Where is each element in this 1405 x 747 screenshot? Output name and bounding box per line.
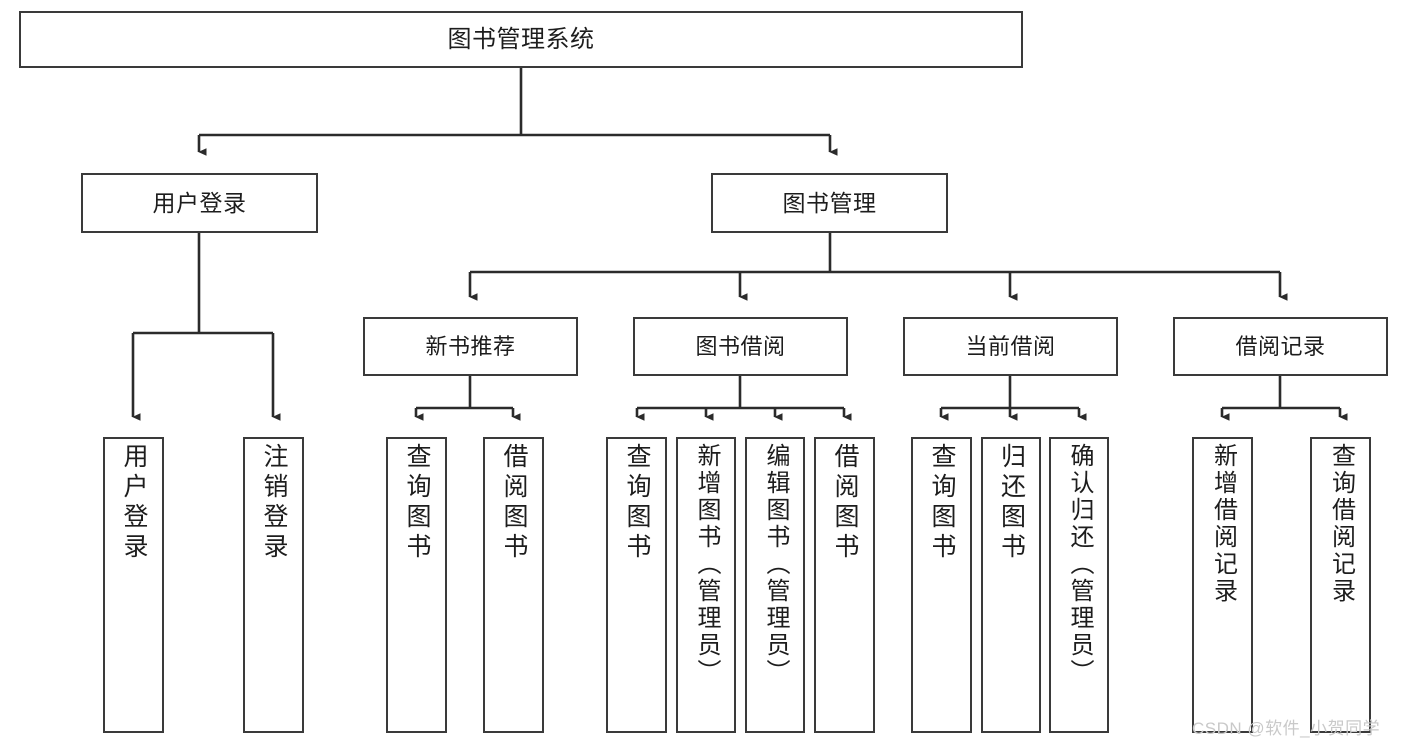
node-new-book-recommend-label: 新书推荐 (425, 333, 516, 359)
node-root-system-label: 图书管理系统 (447, 25, 595, 53)
leaf-edit-book-admin-label: 编辑图书（管理员） (762, 443, 789, 686)
leaf-query-borrow-record-label: 查询借阅记录 (1327, 443, 1355, 605)
leaf-borrow-book-1-label: 借阅图书 (500, 443, 528, 563)
leaf-logout-login-label: 注销登录 (260, 443, 288, 563)
node-book-management-label: 图书管理 (782, 189, 877, 216)
leaf-return-book-label: 归还图书 (997, 443, 1026, 563)
leaf-query-borrow-record[interactable]: 查询借阅记录 (1310, 437, 1371, 733)
leaf-query-book-3-label: 查询图书 (928, 443, 956, 563)
node-current-borrow-label: 当前借阅 (965, 333, 1056, 359)
node-book-borrow-label: 图书借阅 (695, 333, 786, 359)
leaf-query-book-1-label: 查询图书 (403, 443, 431, 563)
leaf-borrow-book-2[interactable]: 借阅图书 (814, 437, 875, 733)
node-book-borrow[interactable]: 图书借阅 (633, 317, 848, 376)
leaf-query-book-1[interactable]: 查询图书 (386, 437, 447, 733)
leaf-add-borrow-record-label: 新增借阅记录 (1209, 443, 1237, 605)
node-user-login-label: 用户登录 (152, 189, 247, 216)
leaf-query-book-2-label: 查询图书 (623, 443, 651, 563)
leaf-user-login[interactable]: 用户登录 (103, 437, 164, 733)
node-root-system[interactable]: 图书管理系统 (19, 11, 1023, 68)
node-current-borrow[interactable]: 当前借阅 (903, 317, 1118, 376)
leaf-query-book-3[interactable]: 查询图书 (911, 437, 972, 733)
leaf-return-book[interactable]: 归还图书 (981, 437, 1041, 733)
leaf-user-login-label: 用户登录 (120, 443, 148, 563)
leaf-borrow-book-2-label: 借阅图书 (831, 443, 859, 563)
leaf-add-borrow-record[interactable]: 新增借阅记录 (1192, 437, 1253, 733)
leaf-query-book-2[interactable]: 查询图书 (606, 437, 667, 733)
node-user-login[interactable]: 用户登录 (81, 173, 318, 233)
csdn-watermark: CSDN @软件_小贺同学 (1192, 719, 1381, 738)
node-borrow-record-label: 借阅记录 (1235, 333, 1326, 359)
leaf-add-book-admin-label: 新增图书（管理员） (693, 443, 720, 686)
leaf-logout-login[interactable]: 注销登录 (243, 437, 304, 733)
leaf-confirm-return-admin-label: 确认归还（管理员） (1066, 443, 1093, 686)
leaf-add-book-admin[interactable]: 新增图书（管理员） (676, 437, 736, 733)
leaf-edit-book-admin[interactable]: 编辑图书（管理员） (745, 437, 805, 733)
node-book-management[interactable]: 图书管理 (711, 173, 948, 233)
node-new-book-recommend[interactable]: 新书推荐 (363, 317, 578, 376)
leaf-confirm-return-admin[interactable]: 确认归还（管理员） (1049, 437, 1109, 733)
leaf-borrow-book-1[interactable]: 借阅图书 (483, 437, 544, 733)
node-borrow-record[interactable]: 借阅记录 (1173, 317, 1388, 376)
